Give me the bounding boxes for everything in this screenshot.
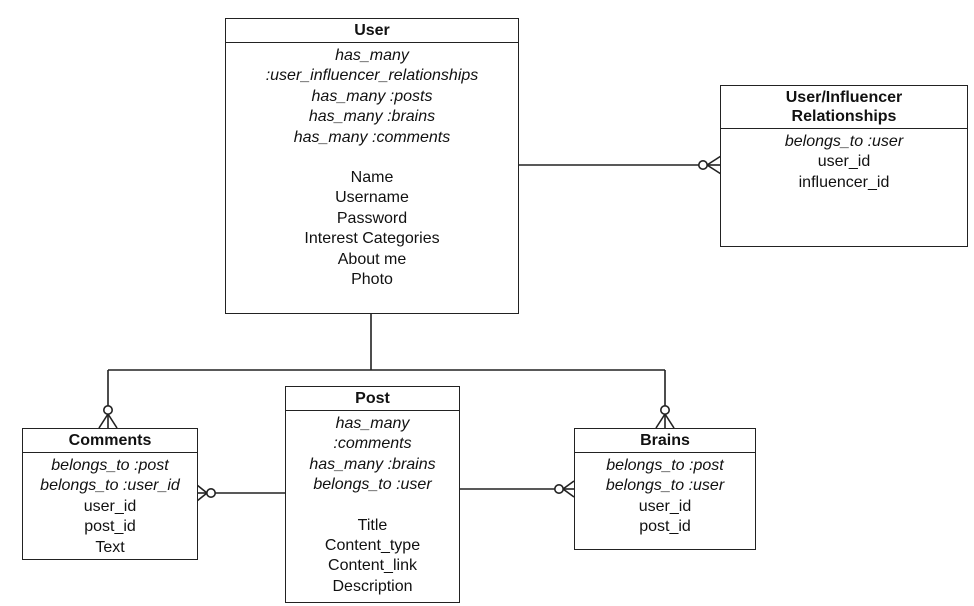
user-relation: :user_influencer_relationships	[265, 67, 479, 85]
entity-brains-title: Brains	[575, 429, 755, 453]
influencer-attribute: influencer_id	[798, 173, 890, 191]
comments-attribute: post_id	[84, 518, 136, 536]
post-attribute: Description	[332, 577, 413, 595]
user-attribute: Name	[350, 169, 394, 187]
brains-relation: belongs_to :post	[606, 457, 724, 474]
user-attribute: About me	[337, 250, 407, 268]
user-relation: has_many	[335, 47, 409, 64]
brains-attribute: post_id	[639, 518, 691, 536]
influencer-attribute: user_id	[817, 153, 871, 171]
entity-post-title: Post	[286, 387, 459, 411]
user-relation: has_many :comments	[293, 128, 451, 146]
influencer-relation: belongs_to :user	[784, 133, 904, 150]
connector-user-comments-brains	[98, 313, 675, 429]
comments-relation: belongs_to :post	[51, 457, 169, 474]
post-relation: :comments	[333, 435, 412, 453]
post-relation: has_many :brains	[309, 455, 436, 473]
entity-comments-body: belongs_to :post belongs_to :user_id use…	[23, 453, 197, 558]
user-relation: has_many :posts	[311, 87, 433, 105]
post-attribute: Content_type	[324, 537, 421, 555]
user-relation: has_many :brains	[308, 108, 436, 126]
comments-relation: belongs_to :user_id	[40, 477, 180, 495]
brains-attribute: user_id	[638, 497, 692, 515]
entity-user-body: has_many :user_influencer_relationships …	[226, 43, 518, 290]
connector-post-brains	[459, 480, 575, 498]
entity-post-body: has_many :comments has_many :brains belo…	[286, 411, 459, 597]
post-attribute: Content_link	[328, 557, 417, 575]
entity-user: User has_many :user_influencer_relations…	[225, 18, 519, 314]
entity-comments: Comments belongs_to :post belongs_to :us…	[22, 428, 198, 560]
comments-attribute: user_id	[83, 497, 137, 515]
influencer-title-line: Relationships	[791, 108, 897, 125]
entity-user-influencer: User/Influencer Relationships belongs_to…	[720, 85, 968, 247]
user-attribute: Password	[336, 209, 408, 227]
user-attribute: Username	[335, 189, 409, 207]
entity-brains-body: belongs_to :post belongs_to :user user_i…	[575, 453, 755, 538]
comments-attribute: Text	[95, 538, 125, 556]
connector-post-comments	[196, 484, 285, 502]
user-attribute: Interest Categories	[304, 230, 440, 248]
brains-relation: belongs_to :user	[605, 477, 725, 495]
post-relation: belongs_to :user	[313, 476, 432, 494]
user-attribute: Photo	[351, 271, 393, 289]
post-attribute: Title	[357, 516, 388, 534]
entity-comments-title: Comments	[23, 429, 197, 453]
entity-user-influencer-title: User/Influencer Relationships	[721, 86, 967, 129]
entity-user-influencer-body: belongs_to :user user_id influencer_id	[721, 129, 967, 193]
entity-brains: Brains belongs_to :post belongs_to :user…	[574, 428, 756, 550]
post-relation: has_many	[335, 415, 410, 432]
influencer-title-line: User/Influencer	[785, 89, 903, 106]
entity-post: Post has_many :comments has_many :brains…	[285, 386, 460, 603]
connector-user-influencer	[518, 155, 722, 175]
entity-user-title: User	[226, 19, 518, 43]
